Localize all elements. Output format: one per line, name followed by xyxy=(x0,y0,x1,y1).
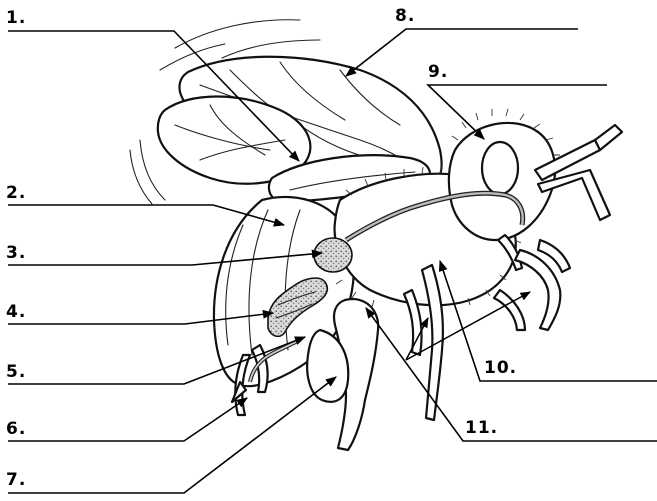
label-9: 9. xyxy=(428,62,448,82)
label-3: 3. xyxy=(6,243,26,263)
label-4: 4. xyxy=(6,302,26,322)
label-8: 8. xyxy=(395,6,415,26)
label-1: 1. xyxy=(6,8,26,28)
label-7: 7. xyxy=(6,470,26,490)
compound-eye xyxy=(482,142,518,194)
label-2: 2. xyxy=(6,183,26,203)
label-11: 11. xyxy=(465,418,498,438)
label-6: 6. xyxy=(6,419,26,439)
label-10: 10. xyxy=(484,358,517,378)
label-5: 5. xyxy=(6,362,26,382)
honey-stomach xyxy=(314,238,352,272)
